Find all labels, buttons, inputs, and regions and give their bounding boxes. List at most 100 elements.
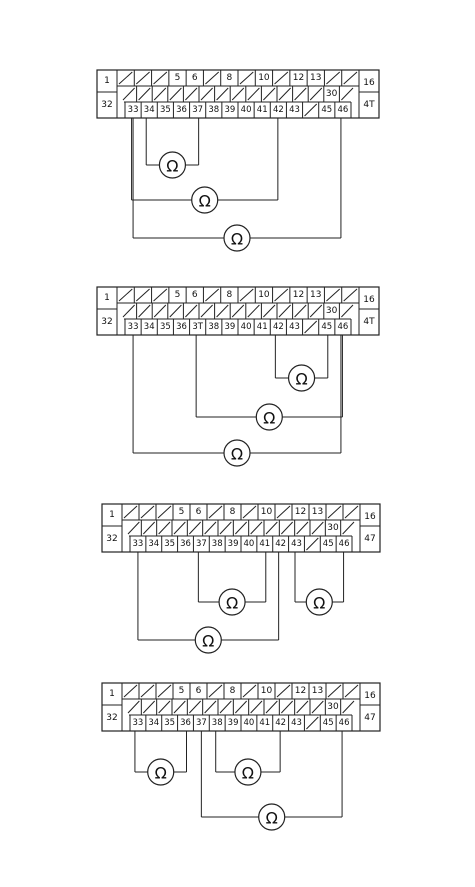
pin-label-1: 1 [104, 76, 110, 86]
pin-label-13: 13 [310, 290, 321, 300]
ohmmeter-loop-33-46: Ω [132, 118, 342, 252]
pin-label-47: 47 [364, 713, 375, 723]
blank-cavity-mark [118, 288, 133, 302]
blank-cavity-mark [157, 684, 172, 698]
pin-label-16: 16 [363, 295, 375, 305]
pin-label-47: 47 [364, 534, 375, 544]
pin-label-39: 39 [225, 105, 236, 115]
pin-label-34: 34 [144, 322, 155, 332]
pin-label-6: 6 [196, 507, 202, 517]
pin-label-37: 37 [196, 718, 207, 728]
ohmmeter-icon [234, 758, 262, 786]
pin-label-35: 35 [160, 322, 171, 332]
ohm-symbol: Ω [199, 192, 211, 211]
ohmmeter-loop-42-45: Ω [274, 335, 329, 392]
ohmmeter-icon [305, 588, 333, 616]
blank-cavity-mark [327, 684, 342, 698]
blank-cavity-mark [219, 700, 232, 714]
blank-cavity-mark [341, 304, 354, 318]
pin-label-37: 3T [192, 322, 203, 332]
pin-label-45: 45 [321, 322, 332, 332]
blank-cavity-mark [118, 71, 133, 85]
pin-label-5: 5 [175, 73, 181, 83]
pin-label-46: 46 [339, 718, 350, 728]
pin-label-10: 10 [261, 686, 273, 696]
pin-label-12: 12 [295, 686, 306, 696]
pin-label-41: 41 [259, 718, 270, 728]
ohm-symbol: Ω [166, 157, 178, 176]
blank-cavity-mark [173, 700, 186, 714]
blank-cavity-mark [263, 304, 276, 318]
blank-cavity-mark [250, 521, 263, 535]
pin-label-32: 32 [101, 100, 112, 110]
blank-cavity-mark [169, 304, 182, 318]
pin-label-1: 1 [109, 689, 115, 699]
blank-cavity-mark [123, 684, 138, 698]
pin-label-34: 34 [144, 105, 155, 115]
blank-cavity-mark [304, 103, 318, 117]
blank-cavity-mark [219, 521, 232, 535]
blank-cavity-mark [309, 87, 323, 101]
pin-label-10: 10 [258, 290, 270, 300]
blank-cavity-mark [138, 304, 151, 318]
blank-cavity-mark [311, 521, 324, 535]
blank-cavity-mark [216, 87, 229, 101]
pin-label-36: 36 [176, 322, 187, 332]
pin-label-12: 12 [295, 507, 306, 517]
ohmmeter-loop-43-46: Ω [294, 552, 345, 616]
ohmmeter-icon [223, 224, 251, 252]
blank-cavity-mark [344, 684, 359, 698]
blank-cavity-mark [185, 87, 198, 101]
blank-cavity-mark [122, 87, 135, 101]
pin-label-39: 39 [228, 539, 239, 549]
ohmmeter-icon [158, 151, 187, 179]
blank-cavity-mark [247, 304, 260, 318]
pin-label-40: 40 [244, 718, 255, 728]
pin-label-1: 1 [104, 293, 110, 303]
pin-label-30: 30 [326, 89, 338, 99]
blank-cavity-mark [342, 521, 355, 535]
blank-cavity-mark [294, 87, 307, 101]
blank-cavity-mark [242, 505, 257, 519]
ohmmeter-icon [223, 439, 251, 467]
pin-label-36: 36 [176, 105, 187, 115]
ohmmeter-loop-34-37: Ω [145, 118, 200, 179]
pin-label-45: 45 [323, 539, 334, 549]
blank-cavity-mark [200, 87, 213, 101]
pin-label-35: 35 [160, 105, 171, 115]
pin-label-5: 5 [175, 290, 181, 300]
blank-cavity-mark [276, 505, 291, 519]
pin-label-8: 8 [230, 686, 236, 696]
blank-cavity-mark [231, 87, 245, 101]
ohmmeter-icon [147, 758, 175, 786]
pin-label-46: 46 [338, 322, 349, 332]
ohmmeter-loop-33-36: Ω [134, 731, 187, 786]
pin-label-35: 35 [164, 539, 175, 549]
pin-label-45: 45 [323, 718, 334, 728]
blank-cavity-mark [327, 505, 342, 519]
blank-cavity-mark [208, 684, 223, 698]
blank-cavity-mark [294, 304, 307, 318]
blank-cavity-mark [142, 521, 156, 535]
ohm-symbol: Ω [295, 370, 307, 389]
blank-cavity-mark [311, 700, 324, 714]
blank-cavity-mark [341, 87, 354, 101]
pin-label-38: 38 [208, 322, 219, 332]
blank-cavity-mark [326, 288, 341, 302]
blank-cavity-mark [142, 700, 156, 714]
pin-label-45: 45 [321, 105, 332, 115]
pin-label-38: 38 [208, 105, 219, 115]
ohmmeter-loop-37-41: Ω [197, 552, 267, 616]
blank-cavity-mark [153, 87, 167, 101]
blank-cavity-mark [309, 304, 323, 318]
ohm-symbol: Ω [231, 445, 243, 464]
blank-cavity-mark [265, 700, 278, 714]
blank-cavity-mark [205, 71, 220, 85]
ohmmeter-icon [194, 626, 222, 654]
blank-cavity-mark [234, 700, 248, 714]
pin-label-42: 42 [275, 539, 286, 549]
blank-cavity-mark [239, 71, 254, 85]
